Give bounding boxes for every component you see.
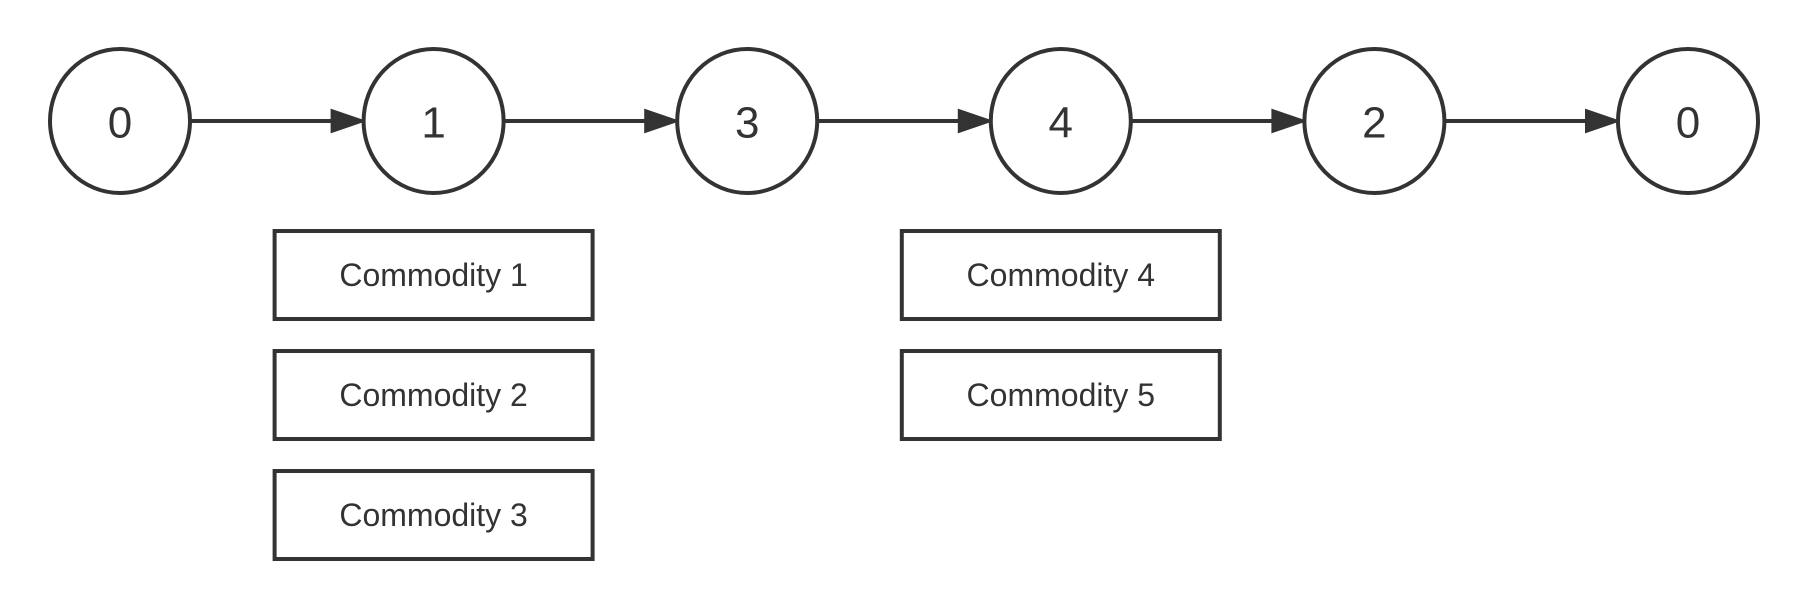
route-node: 1 (361, 47, 506, 195)
route-edge (1130, 108, 1308, 134)
commodity-group: Commodity 4 Commodity 5 (899, 229, 1222, 441)
route-edge (1444, 108, 1622, 134)
edges-layer (190, 108, 1622, 134)
node-label: 0 (1676, 99, 1700, 148)
commodity-box-border (272, 349, 595, 441)
arrow-head-icon (1585, 108, 1622, 134)
commodity-label: Commodity 4 (967, 257, 1156, 293)
route-node: 3 (675, 47, 820, 195)
commodity-box-border (272, 469, 595, 561)
arrow-head-icon (1271, 108, 1308, 134)
commodity-box-border (272, 229, 595, 321)
node-label: 2 (1362, 99, 1386, 148)
commodity-box: Commodity 5 (899, 349, 1222, 441)
commodity-box: Commodity 4 (899, 229, 1222, 321)
route-node: 4 (988, 47, 1133, 195)
arrow-head-icon (330, 108, 367, 134)
commodity-box: Commodity 3 (272, 469, 595, 561)
node-circle (675, 47, 820, 195)
commodity-box: Commodity 2 (272, 349, 595, 441)
commodity-group: Commodity 1 Commodity 2 Commodity 3 (272, 229, 595, 561)
node-label: 3 (735, 99, 759, 148)
node-label: 1 (421, 99, 445, 148)
commodity-label: Commodity 1 (339, 257, 528, 293)
node-label: 4 (1049, 99, 1073, 148)
arrow-head-icon (957, 108, 994, 134)
route-edge (503, 108, 681, 134)
node-circle (988, 47, 1133, 195)
route-node: 0 (1616, 47, 1760, 195)
route-node: 2 (1302, 47, 1447, 195)
node-circle (361, 47, 506, 195)
commodity-box-border (899, 229, 1222, 321)
route-node: 0 (48, 47, 192, 195)
commodity-label: Commodity 5 (967, 377, 1156, 413)
route-edge (190, 108, 367, 134)
commodity-box-border (899, 349, 1222, 441)
node-circle (1302, 47, 1447, 195)
commodity-label: Commodity 2 (339, 377, 528, 413)
route-edge (817, 108, 994, 134)
arrow-head-icon (644, 108, 681, 134)
commodity-label: Commodity 3 (339, 497, 528, 533)
node-circle (1616, 47, 1760, 195)
node-circle (48, 47, 192, 195)
commodity-box: Commodity 1 (272, 229, 595, 321)
node-label: 0 (108, 99, 132, 148)
nodes-layer: 0 1 3 4 2 0 (48, 47, 1760, 195)
